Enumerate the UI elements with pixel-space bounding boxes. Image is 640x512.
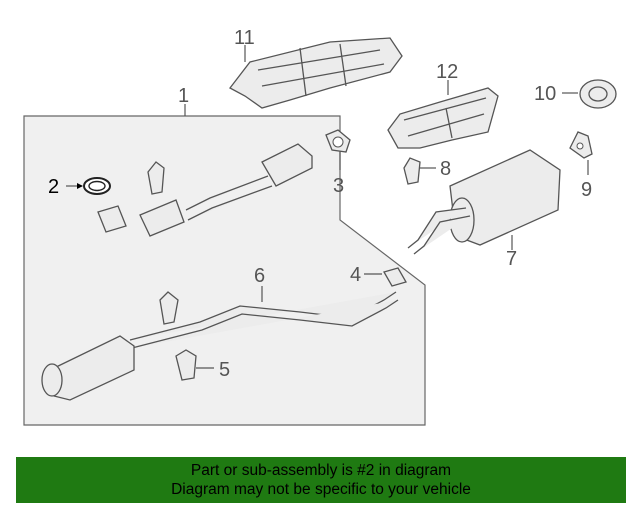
hanger-lower[interactable] — [159, 291, 179, 325]
callout-2: 2 — [48, 176, 59, 198]
hanger-9[interactable] — [569, 131, 593, 159]
heat-shield-12[interactable] — [387, 87, 499, 149]
intermediate-pipe-6[interactable] — [41, 291, 399, 401]
callout-3: 3 — [333, 175, 344, 197]
callout-6: 6 — [254, 265, 265, 287]
front-pipe-converter[interactable] — [97, 143, 313, 237]
hanger-5[interactable] — [175, 349, 197, 381]
banner-line-2: Diagram may not be specific to your vehi… — [171, 481, 471, 498]
callout-5: 5 — [219, 359, 230, 381]
muffler-7[interactable] — [407, 149, 561, 255]
hanger-8[interactable] — [403, 157, 421, 185]
flange-10[interactable] — [579, 79, 617, 109]
callout-12: 12 — [436, 61, 458, 83]
gasket-3[interactable] — [325, 129, 351, 153]
callout-8: 8 — [440, 158, 451, 180]
callout-11: 11 — [234, 27, 255, 49]
banner-line-1: Part or sub-assembly is #2 in diagram — [190, 462, 452, 479]
callout-10: 10 — [534, 83, 556, 105]
exhaust-system-diagram: 1 2 3 4 5 6 7 8 9 10 11 12 — [23, 27, 617, 426]
gasket-2[interactable] — [83, 177, 111, 195]
callout-1: 1 — [178, 85, 189, 107]
callout-4: 4 — [350, 264, 361, 286]
info-banner: Part or sub-assembly is #2 in diagram Di… — [16, 457, 626, 503]
gasket-4[interactable] — [383, 267, 407, 287]
hanger-upper[interactable] — [147, 161, 165, 195]
callout-9: 9 — [581, 179, 592, 201]
heat-shield-11[interactable] — [229, 37, 403, 109]
callout-7: 7 — [506, 248, 517, 270]
